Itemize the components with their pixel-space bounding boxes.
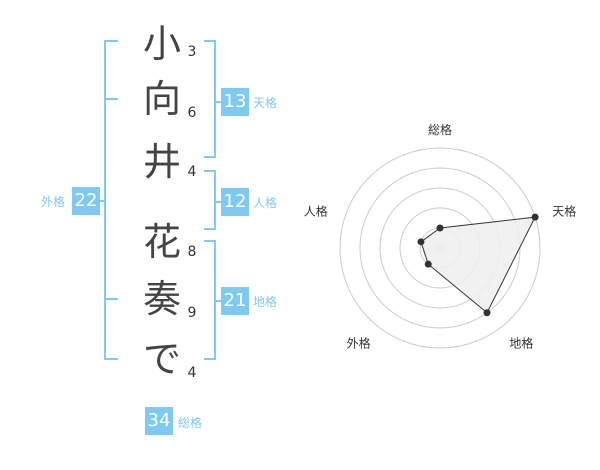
radar-point-3 [483,309,491,317]
jinkaku-value: 12 [221,188,249,216]
radar-point-2 [531,213,539,221]
radar-axis-label-1: 総格 [428,122,452,137]
chikaku-value: 21 [221,287,249,315]
jinkaku-label: 人格 [253,196,278,210]
tenkaku-label: 天格 [253,96,278,110]
name-char-1: 小 [142,22,181,66]
name-char-3: 井 [142,140,181,184]
gaikaku-value: 22 [72,187,100,215]
radar-area [420,216,536,314]
stroke-count-5: 9 [187,305,197,321]
stroke-count-6: 4 [187,365,197,381]
soukaku-value: 34 [145,407,173,435]
name-char-6: で [142,337,181,381]
radar-axis-label-2: 天格 [552,204,576,219]
tenkaku-value: 13 [221,88,249,116]
radar-axis-label-3: 地格 [509,336,533,351]
name-char-2: 向 [142,77,181,121]
radar-grid-ring [339,147,541,349]
radar-axis-label-4: 外格 [347,336,371,351]
stroke-count-2: 6 [187,105,197,121]
radar-point-4 [424,260,432,268]
name-char-5: 奏 [142,277,181,321]
stroke-count-3: 4 [187,164,197,180]
radar-axis-label-5: 人格 [304,204,328,219]
soukaku-label: 総格 [178,416,203,430]
stroke-count-1: 3 [187,44,197,60]
radar-point-5 [417,238,425,246]
stroke-count-4: 8 [187,244,197,260]
chikaku-label: 地格 [253,295,278,309]
name-char-4: 花 [142,220,181,264]
radar-point-1 [436,224,444,232]
gaikaku-label: 外格 [41,195,66,209]
